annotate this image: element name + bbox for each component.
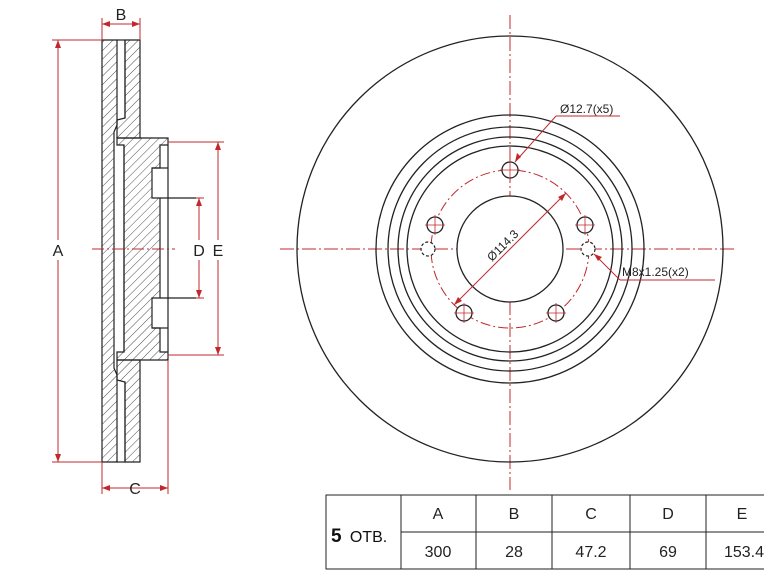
table-header-c: C (585, 506, 597, 523)
threaded-holes (420, 241, 596, 257)
thread-callout: M8x1.25(x2) (622, 265, 689, 279)
threaded-hole (420, 241, 436, 257)
table-value-b: 28 (505, 544, 523, 561)
dimension-b (101, 18, 141, 40)
dimension-d-label: D (193, 243, 205, 260)
disc-outer-edge (296, 35, 724, 463)
side-section-view: A B C D E (50, 7, 226, 498)
dimension-b-label: B (116, 7, 127, 24)
table-value-d: 69 (659, 544, 677, 561)
spec-table: 5 ОТВ. A B C D E 300 28 47.2 69 153.4 (325, 494, 764, 570)
dimension-c-label: C (129, 481, 141, 498)
table-value-e: 153.4 (724, 544, 764, 561)
table-value-c: 47.2 (575, 544, 606, 561)
table-header-d: D (662, 506, 674, 523)
threaded-hole (580, 241, 596, 257)
dimension-e-label: E (213, 243, 224, 260)
table-header-a: A (433, 506, 444, 523)
table-value-a: 300 (425, 544, 452, 561)
table-header-b: B (509, 506, 520, 523)
friction-ring-inner-edge (375, 114, 645, 384)
pcd-dimension-line (453, 192, 567, 306)
dimension-a-label: A (53, 243, 64, 260)
friction-ring-section (101, 39, 196, 463)
hub-flange (406, 145, 614, 353)
dimension-c (101, 360, 169, 494)
holes-count-label: 5 ОТВ. (331, 526, 387, 547)
holes-suffix: ОТВ. (350, 529, 387, 546)
thread-leader (593, 253, 715, 281)
table-header-e: E (737, 506, 748, 523)
hole-diameter-leader (514, 115, 620, 163)
hole-diameter-callout: Ø12.7(x5) (560, 102, 613, 116)
front-view (280, 15, 735, 490)
hat-outer-edge (387, 126, 633, 372)
hat-face-edge (397, 136, 623, 362)
holes-count: 5 (331, 526, 342, 547)
